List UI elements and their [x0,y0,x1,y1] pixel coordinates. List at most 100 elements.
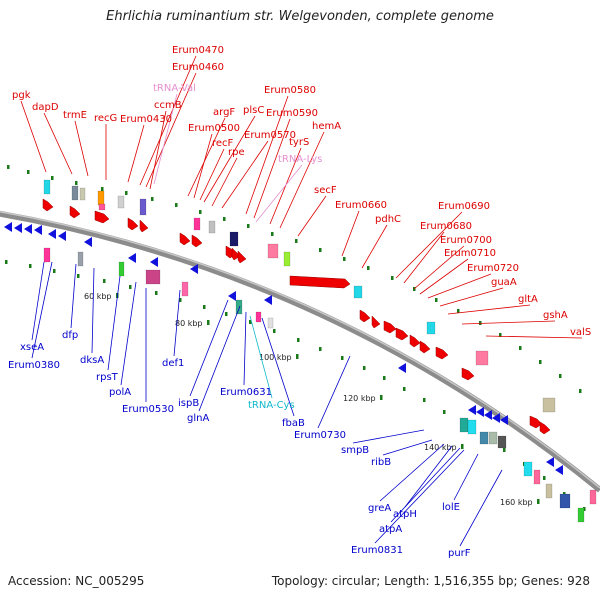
scale-tick [271,232,274,236]
reverse-leader-line [198,305,241,412]
gene-feature-box [181,281,189,297]
gene-feature-box [267,243,279,259]
forward-gene-label: plsC [243,105,264,116]
reverse-leader-line [261,317,295,417]
genome-backbone [0,210,600,493]
scale-tick [101,187,104,191]
forward-gene-arrow [179,232,191,246]
forward-leader-line [193,133,213,199]
reverse-gene-arrow [492,413,500,423]
forward-gene-label: Erum0570 [244,130,296,141]
scale-tick [129,285,132,289]
trna-label: tRNA-Val [153,83,196,94]
scale-tick [423,398,426,402]
scale-tick [383,376,386,380]
forward-leader-line [74,120,89,177]
accession-label: Accession: NC_005295 [8,574,145,588]
reverse-leader-line [31,261,45,341]
forward-leader-line [461,320,556,325]
scale-tick [249,320,252,324]
scale-tick [225,312,228,316]
forward-leader-line [403,231,445,284]
forward-leader-line [139,55,197,186]
forward-gene-label: gshA [543,310,568,321]
scale-tick [319,248,322,252]
forward-gene-arrow [435,346,449,360]
gene-feature-box [193,217,201,231]
gene-feature-box [479,431,489,445]
reverse-gene-arrow [500,415,508,425]
forward-gene-arrow [237,250,247,264]
forward-gene-arrow [383,320,397,334]
reverse-leader-line [404,445,453,508]
reverse-gene-arrow [398,363,406,373]
reverse-gene-labels: xseAErum0380dfpdksArpsTpolAErum0530def1i… [8,330,471,559]
scale-tick [27,170,30,174]
scale-tick [297,338,300,342]
gene-feature-box [497,435,507,449]
gene-feature-box [283,251,291,267]
kbp-marker-label: 80 kbp [175,319,203,328]
forward-gene-arrow [359,309,371,323]
gene-feature-box [459,417,469,433]
forward-leader-line [211,157,238,207]
gene-feature-box [353,285,363,299]
trna-leader-line [153,93,178,185]
reverse-gene-label: ispB [178,398,199,409]
reverse-leader-line [382,439,433,456]
forward-leader-line [199,148,225,201]
gene-feature-box [139,198,147,216]
reverse-leader-line [379,443,445,502]
forward-gene-label: tyrS [289,137,309,148]
reverse-gene-label: glnA [187,413,209,424]
reverse-leader-line [459,469,503,547]
forward-gene-arrow [127,217,139,231]
gene-feature-box [145,269,161,285]
scale-tick [7,165,10,169]
forward-gene-label: Erum0590 [266,108,318,119]
reverse-gene-arrow [128,253,136,263]
reverse-leader-line [189,299,229,397]
forward-leader-lines [20,55,583,339]
scale-tick [203,305,206,309]
scale-tick [5,260,8,264]
gene-feature-box [117,195,125,209]
scale-tick [435,298,438,302]
scale-tick [223,217,226,221]
forward-gene-label: dapD [32,102,59,113]
reverse-genes [4,222,563,475]
forward-leader-line [149,110,167,190]
forward-genes [42,198,551,435]
scale-tick [403,387,406,391]
gene-feature-box [559,493,571,509]
gene-feature-box [577,507,585,523]
reverse-gene-label: lolE [442,502,460,513]
forward-gene-label: gltA [518,294,538,305]
reverse-gene-label: smpB [341,445,369,456]
kbp-tick [380,395,383,400]
scale-tick [155,291,158,295]
forward-gene-label: argF [213,107,235,118]
forward-gene-label: Erum0430 [120,114,172,125]
forward-leader-line [187,117,226,197]
scale-tick [503,448,506,452]
forward-leader-line [279,131,325,229]
gene-feature-boxes [43,179,597,523]
forward-gene-label: recF [212,138,234,149]
gene-feature-box [545,483,553,499]
scale-tick [583,507,586,511]
reverse-gene-label: Erum0530 [122,404,174,415]
reverse-gene-label: rpsT [96,372,119,383]
kbp-tick [296,354,299,359]
scale-tick [179,298,182,302]
reverse-gene-label: greA [368,503,391,514]
reverse-gene-arrow [4,222,12,232]
forward-leader-line [253,118,291,219]
reverse-leader-line [91,267,95,354]
reverse-leader-line [317,355,351,429]
reverse-gene-label: Erum0831 [351,545,403,556]
scale-tick [125,191,128,195]
kbp-tick [537,499,540,504]
